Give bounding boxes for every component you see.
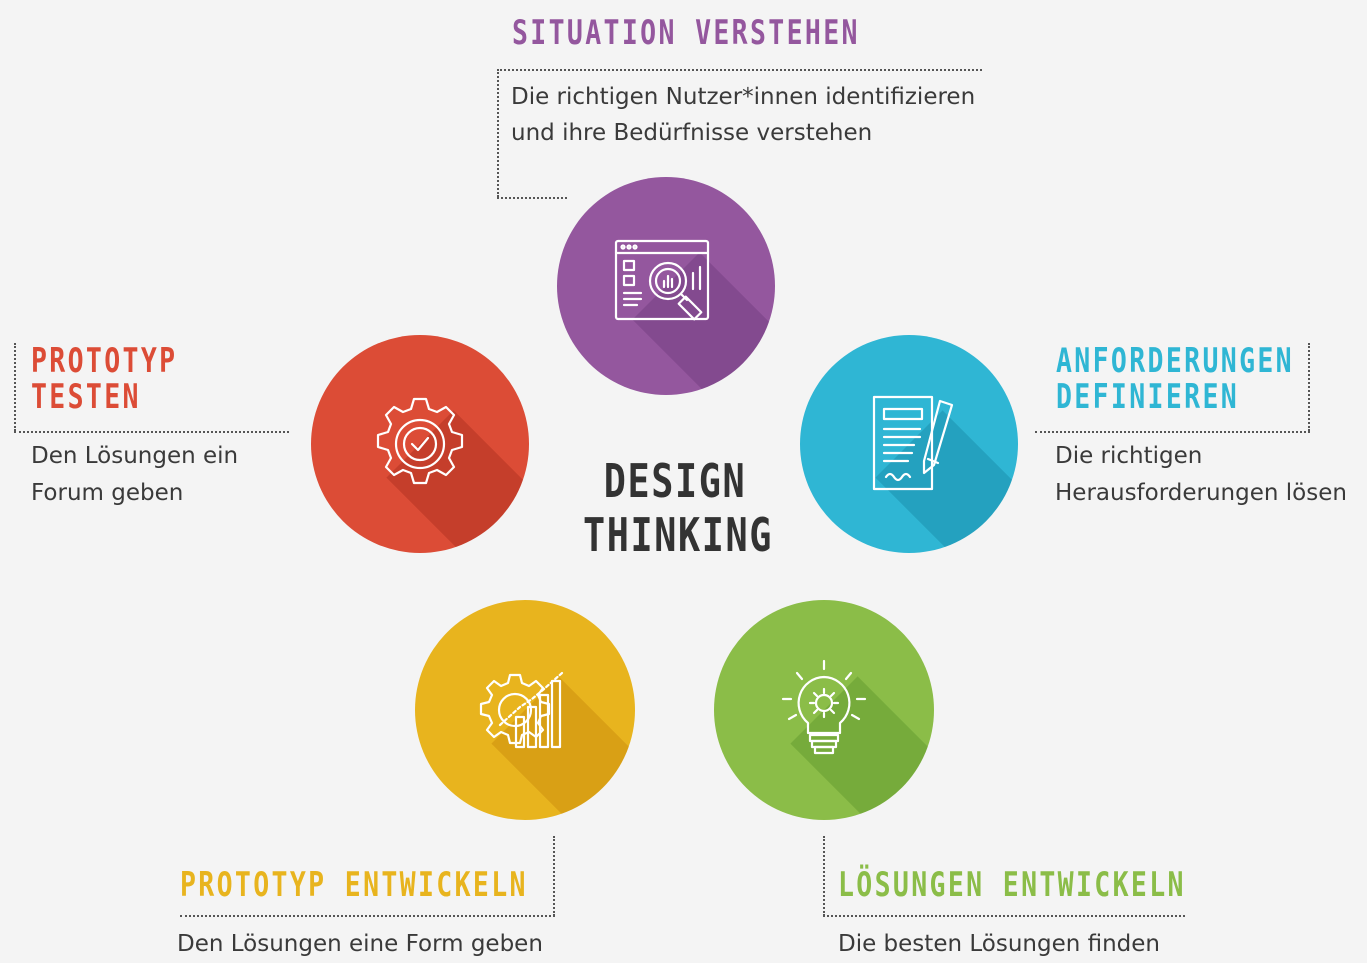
- prototyp-testen-divider: [14, 431, 289, 433]
- prototyp-testen-connector-vertical: [14, 343, 16, 431]
- situation-desc-line2: und ihre Bedürfnisse verstehen: [511, 120, 873, 146]
- anforderungen-desc-line2: Herausforderungen lösen: [1055, 480, 1347, 506]
- prototyp-entwickeln-title: PROTOTYP ENTWICKELN: [180, 865, 528, 905]
- prototyp-entwickeln-divider: [180, 915, 555, 917]
- prototyp-testen-circle: [311, 335, 529, 553]
- prototyp-testen-title-line2: TESTEN: [31, 377, 141, 417]
- situation-connector-vertical: [497, 69, 499, 197]
- prototyp-testen-desc-line2: Forum geben: [31, 480, 184, 506]
- prototyp-entwickeln-connector-vertical: [553, 836, 555, 916]
- center-title-line1: DESIGN: [603, 454, 747, 508]
- analytics-magnifier-icon: [614, 239, 710, 321]
- anforderungen-connector-vertical: [1308, 343, 1310, 431]
- loesungen-circle: [714, 600, 934, 820]
- situation-circle: [557, 177, 775, 395]
- anforderungen-divider: [1035, 431, 1310, 433]
- prototyp-entwickeln-circle: [415, 600, 635, 820]
- prototyp-testen-desc-line1: Den Lösungen ein: [31, 443, 239, 469]
- loesungen-title: LÖSUNGEN ENTWICKELN: [838, 865, 1186, 905]
- anforderungen-title-line2: DEFINIEREN: [1056, 377, 1240, 417]
- gear-check-icon: [376, 397, 464, 485]
- situation-desc-line1: Die richtigen Nutzer*innen identifiziere…: [511, 84, 976, 110]
- situation-connector-horizontal: [497, 197, 567, 199]
- center-title-line2: THINKING: [583, 508, 774, 562]
- situation-title: SITUATION VERSTEHEN: [512, 13, 860, 53]
- situation-divider: [497, 69, 982, 71]
- loesungen-connector-vertical: [823, 836, 825, 916]
- anforderungen-circle: [800, 335, 1018, 553]
- loesungen-divider: [823, 915, 1185, 917]
- center-title: DESIGN THINKING: [560, 454, 790, 562]
- prototyp-testen-title-line1: PROTOTYP: [31, 341, 178, 381]
- prototyp-entwickeln-desc: Den Lösungen eine Form geben: [177, 931, 543, 957]
- lightbulb-gear-icon: [781, 659, 867, 755]
- loesungen-desc: Die besten Lösungen finden: [838, 931, 1160, 957]
- document-pen-icon: [872, 395, 954, 491]
- anforderungen-desc-line1: Die richtigen: [1055, 443, 1203, 469]
- anforderungen-title-line1: ANFORDERUNGEN: [1056, 341, 1294, 381]
- gear-chart-icon: [479, 671, 564, 749]
